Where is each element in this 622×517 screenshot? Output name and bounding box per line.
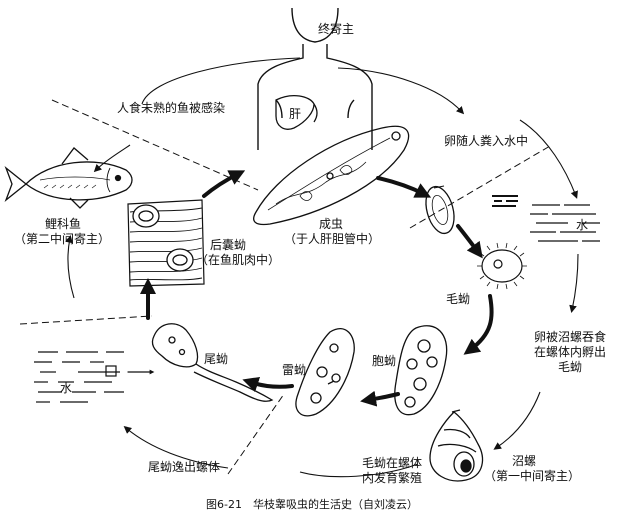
human-infection-label: 人食未熟的鱼被感染 (117, 101, 226, 115)
egg-figure (425, 185, 455, 235)
miracidium-development-label-line2: 内发育繁殖 (362, 471, 423, 485)
egg-eaten-label-line2: 在螺体内孵出 (533, 345, 606, 359)
miracidium-development-label-line1: 毛蚴在螺体 (362, 456, 423, 470)
fish-figure (4, 147, 133, 209)
metacercaria-label: 后囊蚴 (209, 238, 246, 252)
miracidium-label: 毛蚴 (446, 292, 471, 306)
section-divider-lines (19, 99, 551, 475)
redia-label: 雷蚴 (282, 363, 307, 377)
snail-host-label: 沼螺 (511, 454, 536, 468)
eggs-in-water-label: 卵随人粪入水中 (444, 134, 529, 148)
fish-host-sublabel: （第二中间寄主） (13, 232, 110, 246)
cercaria-escape-label: 尾蚴逸出螺体 (148, 460, 221, 474)
snail-host-sublabel: （第一中间寄主） (484, 469, 581, 483)
metacercaria-figure (132, 204, 194, 272)
outer-cycle-arrows (65, 57, 579, 478)
liver-figure (275, 94, 318, 130)
miracidium-figure (477, 242, 527, 290)
liver-label: 肝 (289, 107, 302, 121)
water-patch-left (34, 351, 124, 403)
sporocyst-figure (394, 325, 448, 416)
adult-label: 成虫 (318, 217, 343, 231)
redia-figure (295, 328, 355, 417)
sporocyst-label: 胞蚴 (372, 354, 397, 368)
fish-muscle-block (127, 199, 205, 287)
egg-eaten-label-line3: 毛蚴 (557, 360, 582, 374)
cercaria-figure (151, 323, 274, 402)
water-right-label: 水 (576, 218, 589, 232)
inner-cycle-arrows (127, 170, 494, 407)
water-left-label: 水 (60, 381, 73, 395)
metacercaria-sublabel: （在鱼肌肉中） (196, 253, 281, 267)
water-patch-right (492, 195, 600, 242)
human-torso-figure (257, 7, 373, 150)
egg-eaten-label-line1: 卵被沼螺吞食 (533, 330, 606, 344)
figure-caption: 图6-21 华枝睾吸虫的生活史（自刘凌云） (206, 498, 418, 511)
fish-host-label: 鲤科鱼 (44, 217, 81, 231)
cercaria-label: 尾蚴 (204, 352, 229, 366)
snail-figure (429, 409, 484, 482)
adult-sublabel: （于人肝胆管中） (283, 232, 380, 246)
final-host-label: 终寄主 (318, 22, 355, 36)
adult-fluke-figure (253, 125, 410, 226)
